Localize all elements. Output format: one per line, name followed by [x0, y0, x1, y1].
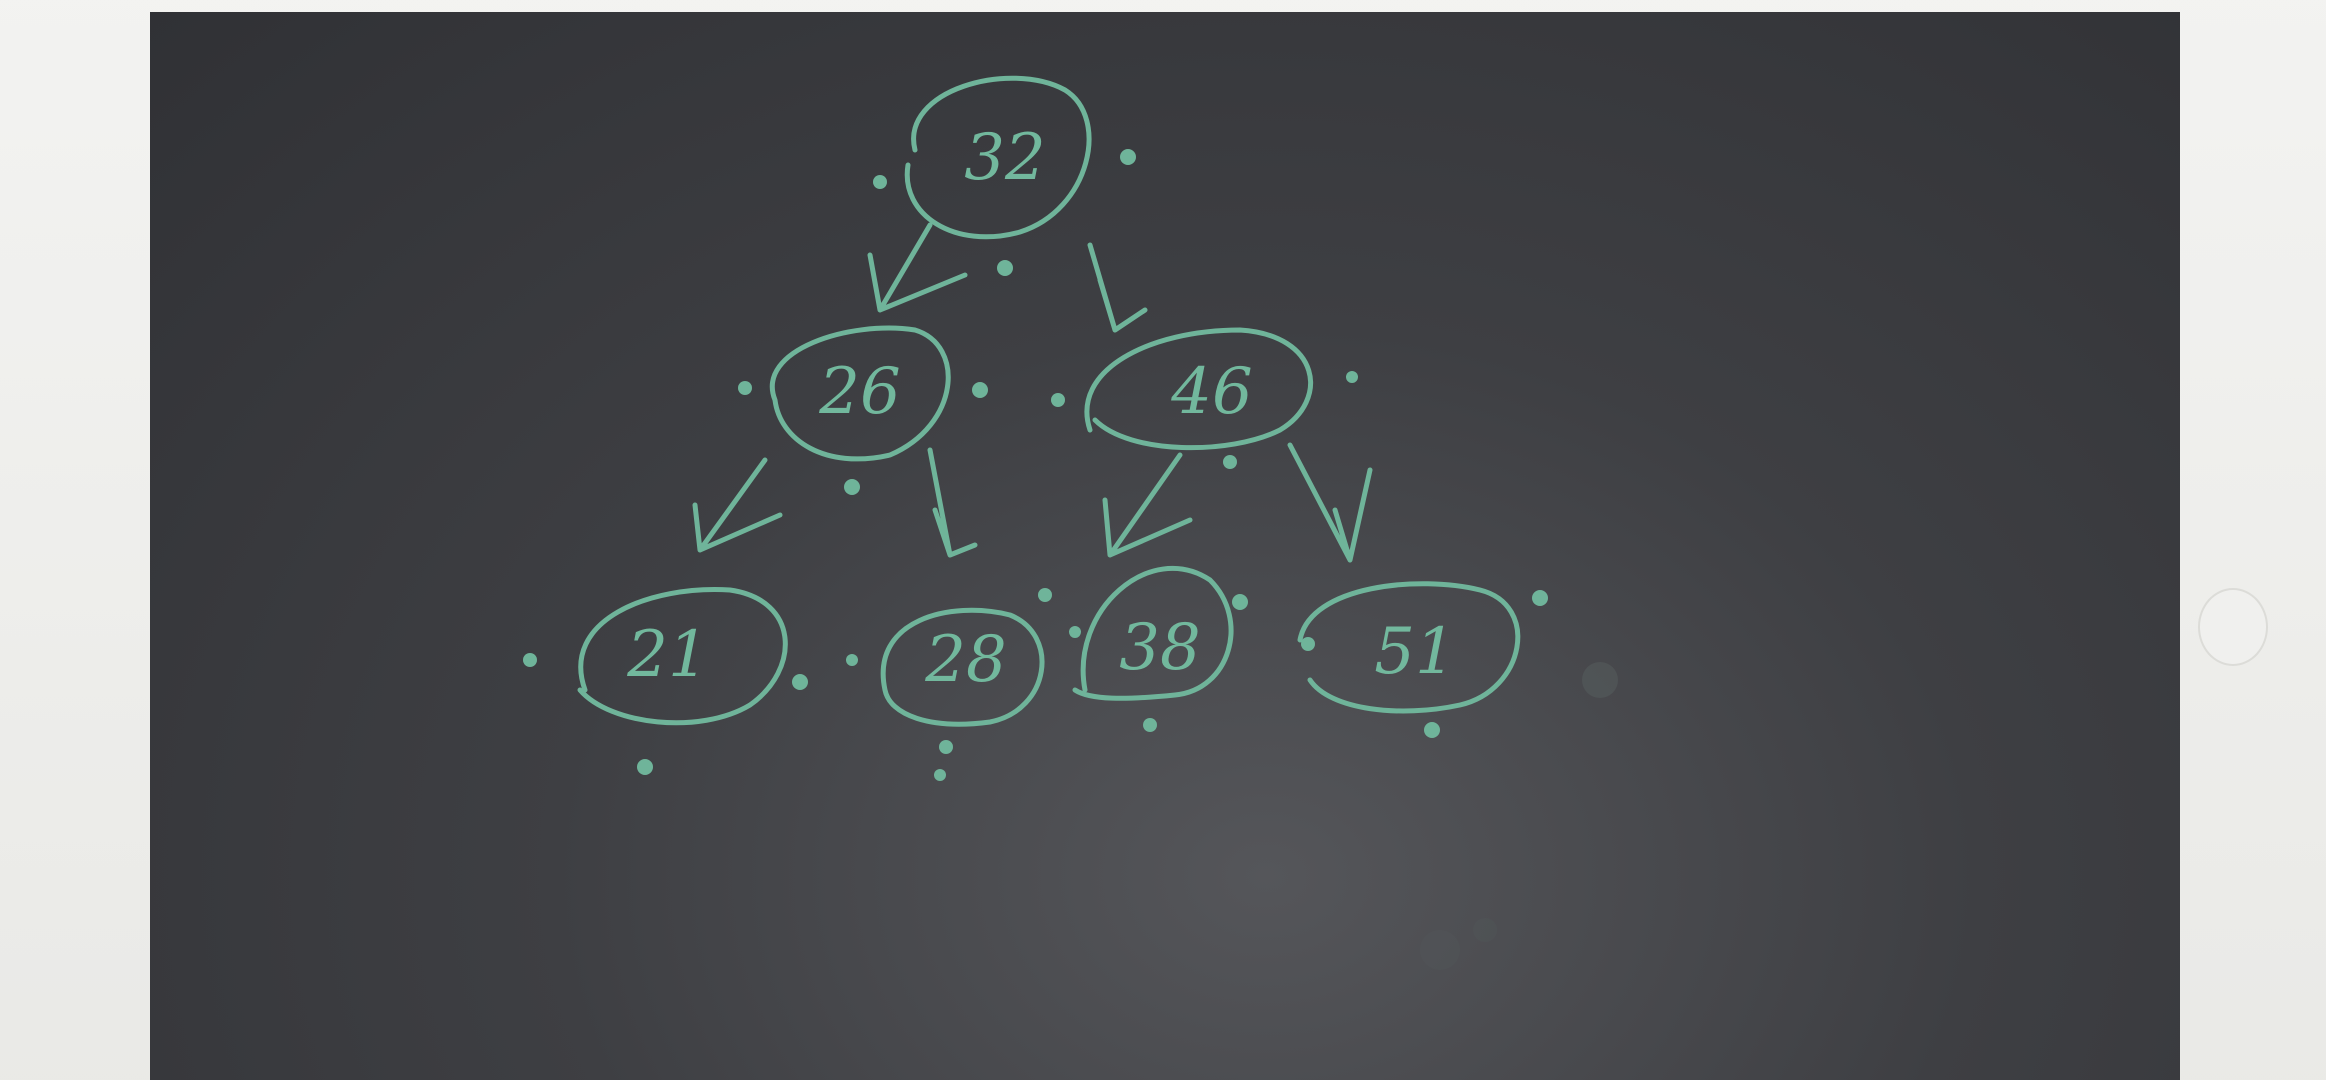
node-ring-level3-a	[577, 587, 788, 726]
edge-l2left-b	[927, 447, 978, 558]
node-ring-level3-b	[880, 607, 1045, 727]
ghost-mark	[1473, 918, 1497, 942]
edge-root-right	[1087, 242, 1148, 333]
dot	[939, 740, 953, 754]
node-ring-level2-left	[769, 325, 951, 462]
dot	[997, 260, 1013, 276]
node-ring-root	[904, 75, 1092, 240]
tree-node-root: 32	[904, 75, 1092, 240]
node-label-root: 32	[964, 121, 1045, 195]
node-label-level2-left: 26	[818, 355, 900, 429]
edge-l2right-d	[1287, 442, 1373, 563]
dot	[1069, 626, 1081, 638]
node-label-level3-d: 51	[1374, 615, 1455, 689]
ghost-mark	[1420, 930, 1460, 970]
dot	[1038, 588, 1052, 602]
dot	[1346, 371, 1358, 383]
tree-node-level3-a: 21	[577, 587, 788, 726]
ghost-mark	[1582, 662, 1618, 698]
dot	[523, 653, 537, 667]
dot	[637, 759, 653, 775]
dot	[972, 382, 988, 398]
tree-node-level2-left: 26	[769, 325, 951, 462]
node-label-level3-b: 28	[924, 623, 1006, 697]
node-label-level3-c: 38	[1119, 611, 1200, 685]
edge-l2left-a	[692, 457, 783, 553]
node-ring-level3-d	[1297, 581, 1521, 714]
dot	[1532, 590, 1548, 606]
tablet-screen	[150, 12, 2180, 1080]
dot	[844, 479, 860, 495]
tree-node-level3-c: 38	[1072, 566, 1234, 701]
node-ring-level2-right	[1084, 327, 1314, 451]
null-pointer-dots	[523, 149, 1548, 781]
dot	[1143, 718, 1157, 732]
tree-edges	[692, 222, 1373, 563]
dot	[1424, 722, 1440, 738]
dot	[846, 654, 858, 666]
node-ring-level3-c	[1072, 566, 1234, 701]
tree-node-level3-b: 28	[880, 607, 1045, 727]
node-label-level2-right: 46	[1170, 355, 1252, 429]
dot	[792, 674, 808, 690]
dot	[934, 769, 946, 781]
dot	[873, 175, 887, 189]
dot	[1120, 149, 1136, 165]
dot	[1223, 455, 1237, 469]
tablet-erase-button	[2198, 588, 2268, 666]
tree-node-level3-d: 51	[1297, 581, 1521, 714]
tree-node-level2-right: 46	[1084, 327, 1314, 451]
dot	[1301, 637, 1315, 651]
erased-ghost-marks	[1420, 662, 1618, 970]
dot	[1051, 393, 1065, 407]
edge-l2right-c	[1102, 452, 1193, 558]
dot	[738, 381, 752, 395]
dot	[1232, 594, 1248, 610]
node-label-level3-a: 21	[626, 618, 708, 692]
edge-root-left	[867, 222, 968, 313]
